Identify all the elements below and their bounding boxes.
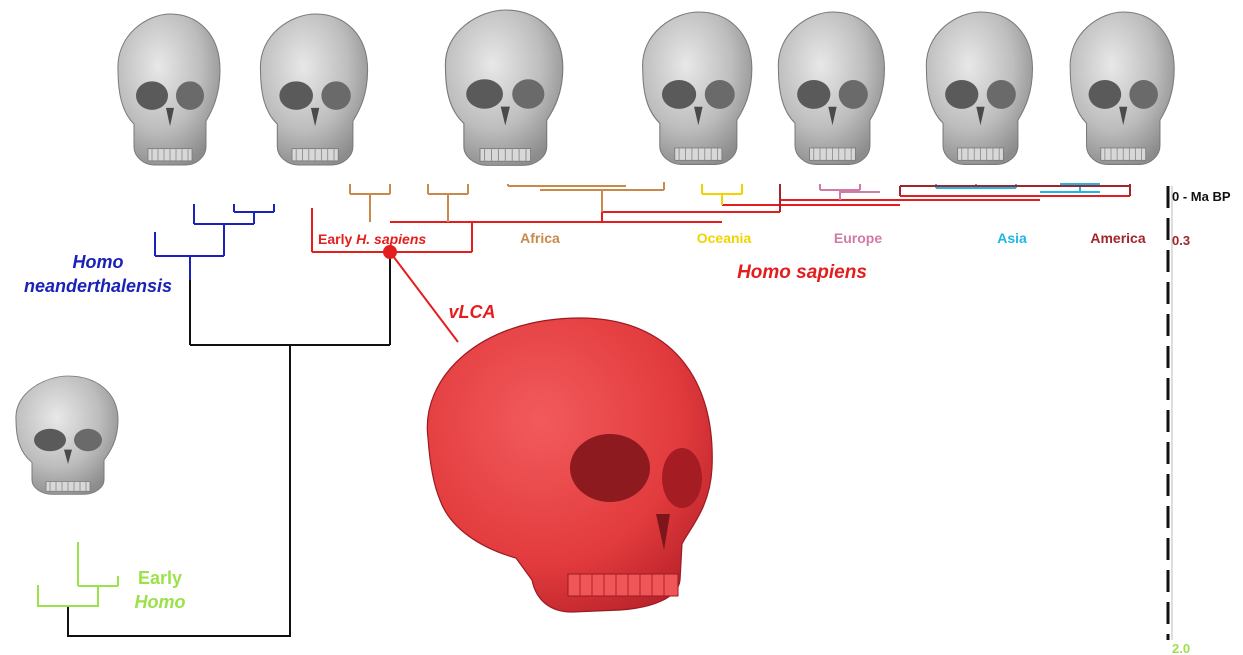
early-sapiens-label: Early H. sapiens <box>318 231 426 247</box>
oceania-clade <box>702 184 742 205</box>
asia-label: Asia <box>997 230 1027 246</box>
early-homo-label-line1: Early <box>138 568 182 588</box>
skull-icon <box>1070 12 1174 164</box>
europe-label: Europe <box>834 230 882 246</box>
early-homo-label-line2: Homo <box>135 592 186 612</box>
top-skull-row <box>118 10 1174 165</box>
skull-icon <box>643 12 752 164</box>
neanderthal-label-line2: neanderthalensis <box>24 276 172 296</box>
axis-tick-0: 0 - Ma BP <box>1172 189 1231 204</box>
vlca-label: vLCA <box>448 302 495 322</box>
america-label: America <box>1090 230 1145 246</box>
skull-icon <box>118 14 220 165</box>
africa-clade <box>350 182 664 222</box>
time-axis: 0 - Ma BP 0.3 2.0 <box>1168 186 1231 655</box>
axis-tick-2.0: 2.0 <box>1172 641 1190 655</box>
skull-icon <box>778 12 884 164</box>
vlca-node <box>383 245 458 342</box>
europe-clade <box>820 184 880 200</box>
skull-icon <box>427 318 712 612</box>
skull-icon <box>445 10 562 165</box>
oceania-label: Oceania <box>697 230 752 246</box>
skull-icon <box>260 14 367 165</box>
skull-icon <box>926 12 1032 164</box>
early-homo-clade <box>38 542 118 606</box>
tree-trunk <box>68 252 390 636</box>
neanderthal-clade <box>155 204 274 280</box>
neanderthal-label-line1: Homo <box>73 252 124 272</box>
skull-icon <box>16 376 118 494</box>
axis-tick-0.3: 0.3 <box>1172 233 1190 248</box>
africa-label: Africa <box>520 230 560 246</box>
homo-sapiens-label: Homo sapiens <box>737 262 867 283</box>
